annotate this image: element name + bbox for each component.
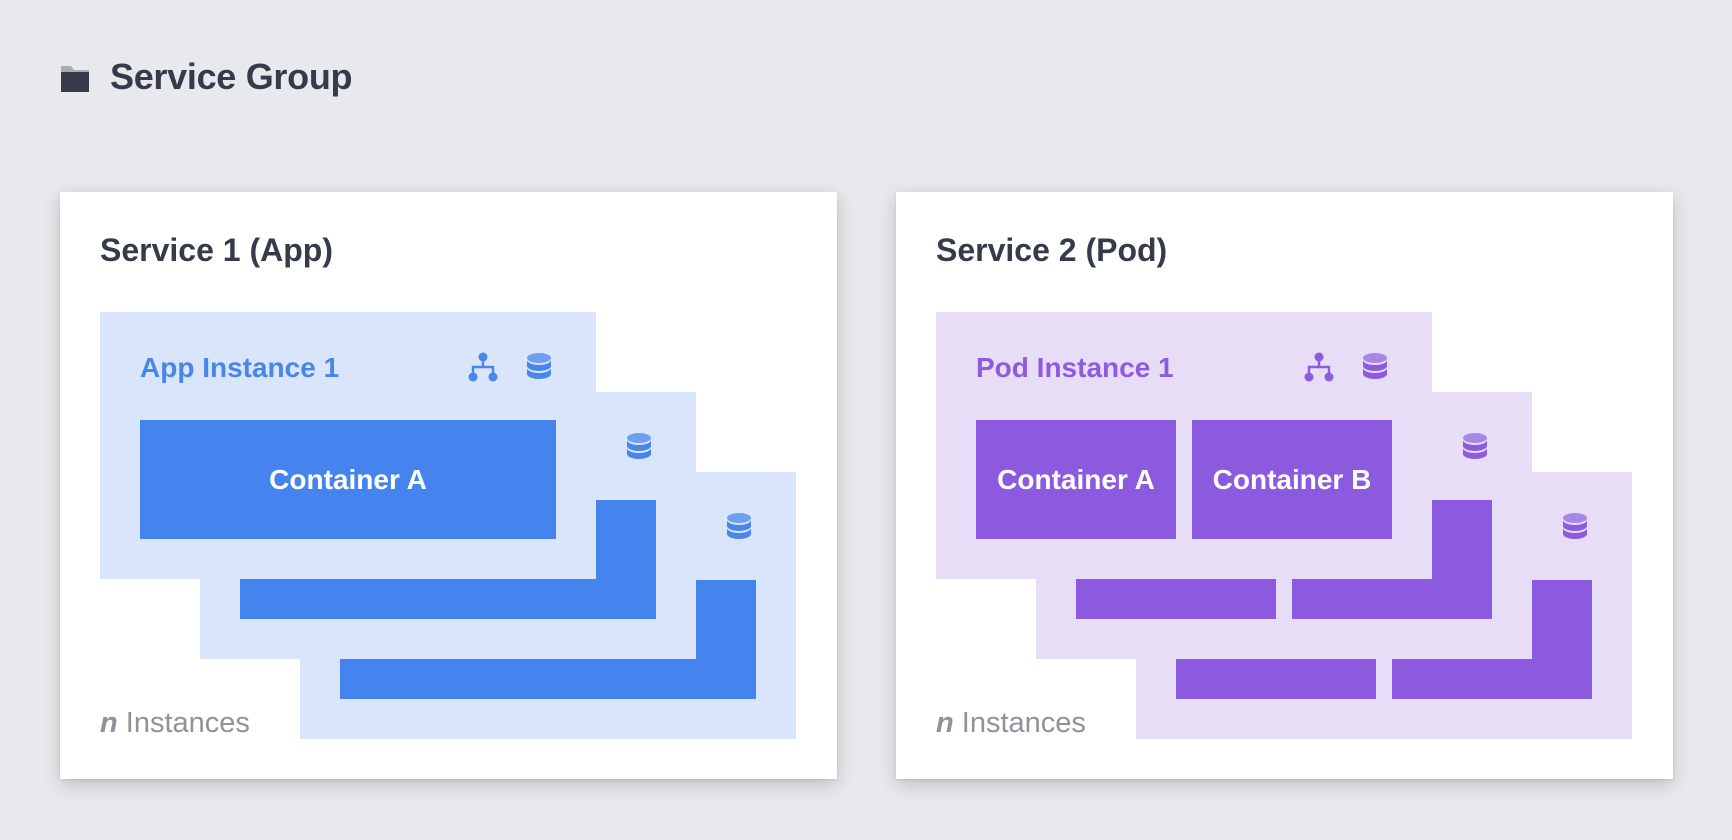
count-prefix: n — [100, 707, 118, 739]
service-group-header: Service Group — [60, 56, 353, 98]
count-label: Instances — [125, 707, 250, 739]
count-prefix: n — [936, 707, 954, 739]
database-icon — [624, 432, 654, 462]
service-title: Service 2 (Pod) — [936, 232, 1168, 268]
database-icon — [724, 512, 754, 542]
folder-icon — [61, 66, 89, 92]
service-card-app: Service 1 (App) App Instance 1 Container… — [60, 192, 837, 779]
container-a: Container A — [976, 420, 1176, 539]
pod-instance-1: Pod Instance 1 Container A Container B — [936, 312, 1432, 579]
network-icon — [468, 352, 498, 382]
instance-count-label: n Instances — [936, 707, 1086, 740]
instance-count-label: n Instances — [100, 707, 250, 740]
container-b: Container B — [1192, 420, 1392, 539]
service-title: Service 1 (App) — [100, 232, 333, 268]
database-icon — [1560, 512, 1590, 542]
network-icon — [1304, 352, 1334, 382]
instance-title: Pod Instance 1 — [976, 352, 1174, 383]
database-icon — [524, 352, 554, 382]
page-title: Service Group — [110, 56, 353, 97]
container-a: Container A — [140, 420, 556, 539]
instance-title: App Instance 1 — [140, 352, 340, 383]
database-icon — [1460, 432, 1490, 462]
count-label: Instances — [961, 707, 1086, 739]
database-icon — [1360, 352, 1390, 382]
app-instance-1: App Instance 1 Container A — [100, 312, 596, 579]
service-card-pod: Service 2 (Pod) Container B Container B … — [896, 192, 1673, 779]
